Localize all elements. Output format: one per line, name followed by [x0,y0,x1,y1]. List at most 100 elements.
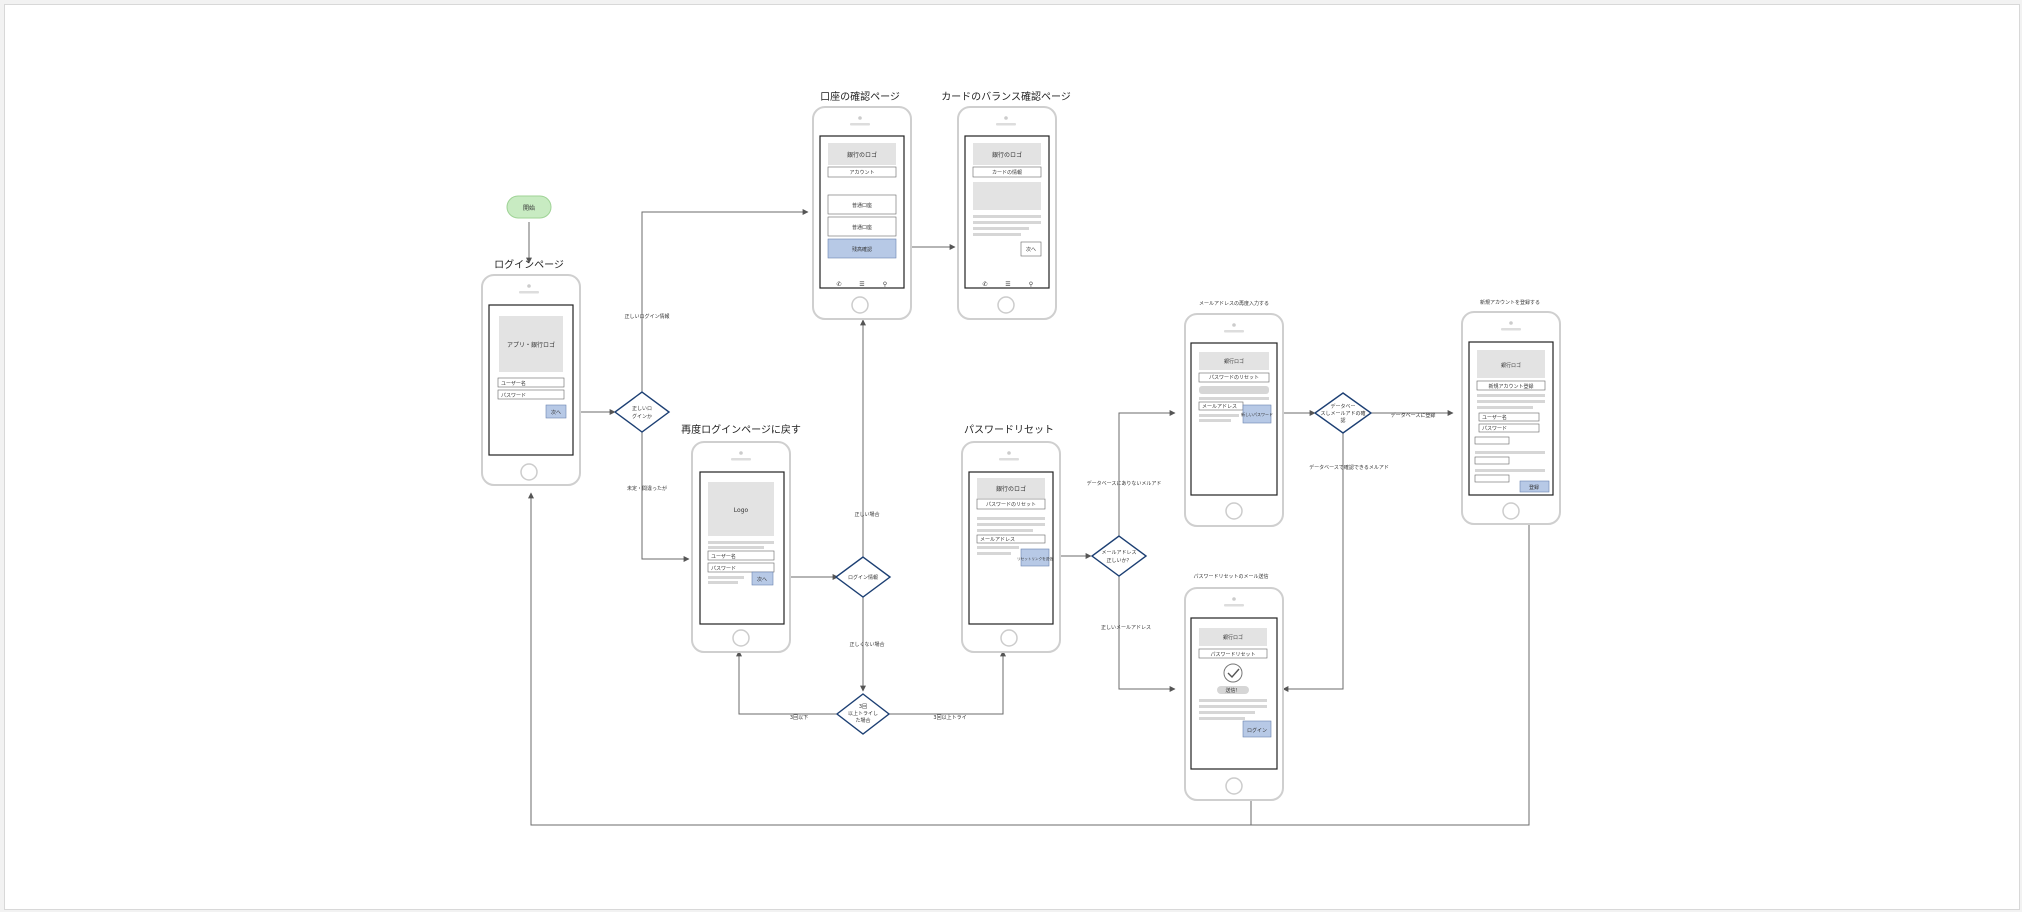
relogin-title: 再度ログインページに戻す [681,423,801,436]
reset-logo: 銀行のロゴ [996,485,1026,493]
relogin-next-button[interactable] [751,571,774,586]
reset-email-field[interactable] [976,534,1046,544]
reset-sent-title: パスワードリセットのメール送信 [1193,573,1268,580]
reset-send-label: リセットリンクを送信 [1017,556,1053,561]
check-icon [1223,663,1243,683]
account-item-2-label: 普通口座 [852,224,872,231]
relogin-pass-field[interactable] [707,562,775,573]
account-logo: 銀行のロゴ [847,151,877,159]
reset-sent-sub: パスワードリセット [1210,652,1255,658]
diagram-canvas: 開始 ログインページ アプリ・銀行ロゴ ユーザー名 パスワード 次へ 口座の確認… [4,4,2020,910]
label-db-confirm: データベースで確認できるメルアド [1309,464,1389,471]
card-screen: カードのバランス確認ページ 銀行のロゴ カードの情報 次へ ✆ ☰ ⚲ [941,90,1071,320]
new-account-logo: 銀行ロゴ [1501,362,1521,369]
decision-2-line-1: ログイン情報 [848,574,878,581]
card-logo: 銀行のロゴ [992,151,1022,159]
login-pass-field[interactable] [497,389,565,400]
login-screen: ログインページ アプリ・銀行ロゴ ユーザー名 パスワード 次へ [481,258,581,486]
new-account-user-label: ユーザー名 [1482,414,1507,421]
login-next-label: 次へ [551,409,561,416]
login-logo: アプリ・銀行ロゴ [507,341,555,349]
reset-sent-logo: 銀行ロゴ [1223,634,1243,641]
label-not-in-db: データベースにありないメルアド [1087,480,1162,487]
reset-sent-login-label: ログイン [1247,727,1267,734]
account-item-2[interactable] [827,216,897,237]
decision-correct-login: 正しいロ グインか [613,391,671,433]
reset-sub: パスワードのリセット [986,502,1036,508]
edge-newaccount-login [1251,519,1530,826]
email-entry-button[interactable] [1242,404,1272,424]
location-icon: ⚲ [883,281,887,288]
login-next-button[interactable] [545,404,567,419]
account-item-1[interactable] [827,194,897,215]
edge-sent-login [528,492,1252,826]
relogin-user-label: ユーザー名 [711,553,736,560]
relogin-user-field[interactable] [707,550,775,561]
edge-d3-reset [887,650,1006,715]
decision-1-line-1: 正しいロ [632,406,652,412]
reset-sent-login-button[interactable] [1242,720,1272,738]
start-label: 開始 [523,204,535,212]
card-title: カードのバランス確認ページ [941,90,1071,103]
decision-1-line-2: グインか [632,413,652,420]
edge-d1-relogin [641,432,690,562]
start-node: 開始 [506,195,552,219]
email-entry-field-label: メールアドレス [1202,404,1237,410]
decision-db-check: データベー スしメールアドの確 認 [1313,392,1373,434]
email-entry-logo: 銀行ロゴ [1224,358,1244,365]
account-sub: アカウント [849,169,874,176]
label-not-registered: データベースに登録 [1391,412,1436,419]
account-title: 口座の確認ページ [820,90,900,103]
new-account-user-field[interactable] [1478,412,1540,422]
new-account-title: 新規アカウントを登録する [1480,299,1540,306]
new-account-field-4[interactable] [1474,456,1510,465]
card-next-label: 次へ [1026,246,1036,253]
decision-5-line-1: データベー [1330,403,1355,410]
reset-send-button[interactable] [1020,548,1050,567]
decision-5-line-2: スしメールアドの確 [1320,410,1365,417]
relogin-screen: 再度ログインページに戻す Logo ユーザー名 パスワード 次へ [681,423,801,653]
email-entry-button-label: 新しいパスワード [1241,411,1273,417]
edge-d5-sent [1282,433,1344,692]
new-account-sub: 新規アカウント登録 [1488,383,1533,390]
label-correct-login: 正しいログイン情報 [624,313,669,320]
new-account-field-5[interactable] [1474,474,1510,483]
new-account-field-3[interactable] [1474,436,1510,445]
email-entry-sub: パスワードのリセット [1209,375,1259,381]
menu-icon: ☰ [1005,281,1010,288]
edge-d3-relogin [736,650,839,715]
login-user-label: ユーザー名 [501,380,526,387]
decision-email-correct: メールアドレス 正しいか？ [1090,535,1148,577]
relogin-next-label: 次へ [757,576,767,583]
phone-icon: ✆ [836,281,841,288]
new-account-pass-field[interactable] [1478,423,1540,433]
account-item-1-label: 普通口座 [852,202,872,209]
email-entry-title: メールアドレスの再度入力する [1199,300,1269,307]
decision-4-line-1: メールアドレス [1101,550,1136,556]
login-user-field[interactable] [497,377,565,388]
phone-icon: ✆ [982,281,987,288]
login-pass-label: パスワード [501,393,526,399]
new-account-screen: 新規アカウントを登録する 銀行ロゴ 新規アカウント登録 ユーザー名 パスワード … [1461,299,1561,525]
location-icon: ⚲ [1029,281,1033,288]
flow-diagram: 開始 ログインページ アプリ・銀行ロゴ ユーザー名 パスワード 次へ 口座の確認… [481,90,1561,826]
email-entry-screen: メールアドレスの再度入力する 銀行ロゴ パスワードのリセット メールアドレス 新… [1184,300,1284,527]
decision-3-line-1: 3回 [859,704,867,710]
relogin-pass-label: パスワード [711,566,736,572]
login-title: ログインページ [494,258,564,271]
reset-email-label: メールアドレス [980,537,1015,543]
new-account-register-button[interactable] [1519,480,1550,493]
decision-three-tries: 3回 以上トライし た場合 [835,693,891,735]
label-correct-case: 正しい場合 [854,511,879,518]
label-under-3: 3回以下 [790,715,808,721]
edge-d1-account [641,209,809,392]
label-correct-email: 正しいメールアドレス [1101,625,1151,631]
reset-sent-badge: 送信！ [1225,687,1240,694]
account-balance-button[interactable] [827,238,897,259]
edge-d4-sent [1118,576,1176,692]
edge-labels: 正しいログイン情報 未定・間違ったが 正しい場合 正しくない場合 3回以下 3回… [624,313,1435,721]
account-screen: 口座の確認ページ 銀行のロゴ アカウント 普通口座 普通口座 残高確認 ✆ ☰ … [812,90,912,320]
new-account-register-label: 登録 [1529,484,1539,491]
relogin-logo: Logo [734,507,749,514]
card-next-button[interactable] [1020,241,1042,257]
